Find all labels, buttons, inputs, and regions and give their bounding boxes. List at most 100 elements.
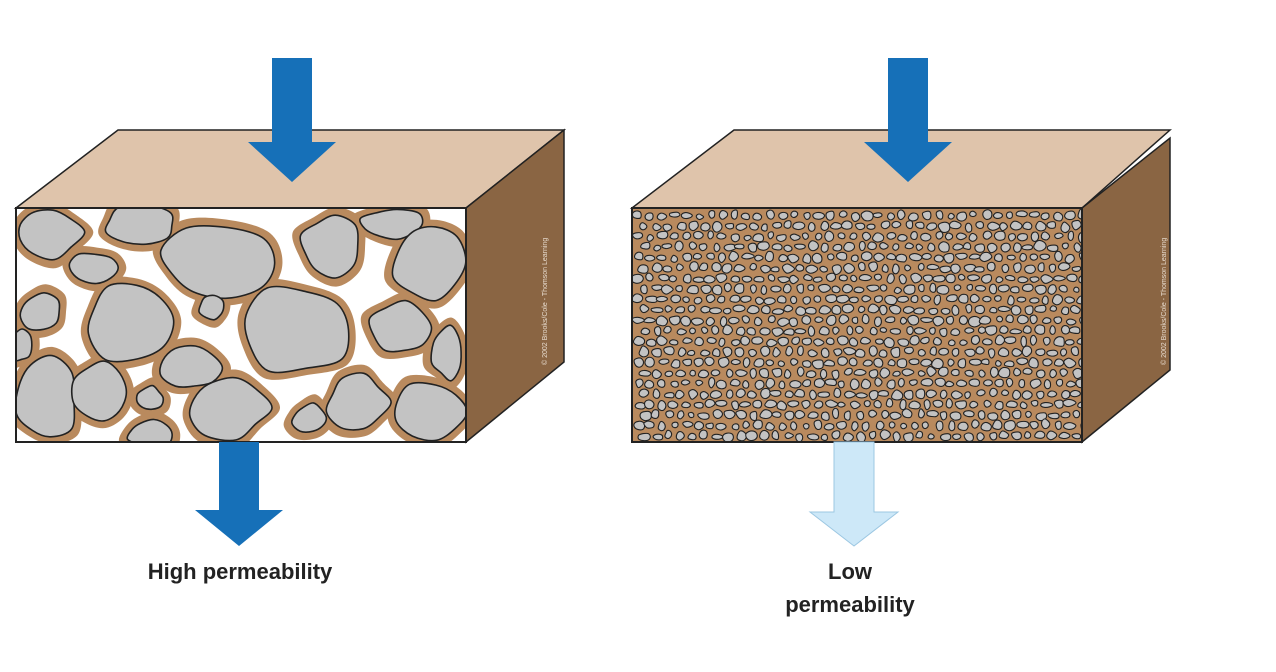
- grain: [632, 293, 644, 304]
- grain: [945, 398, 953, 409]
- grain: [711, 325, 720, 335]
- grain: [889, 328, 902, 335]
- grain: [783, 328, 795, 336]
- grain: [915, 221, 925, 229]
- grain: [974, 285, 987, 292]
- grain: [850, 212, 861, 222]
- grain: [1003, 420, 1016, 432]
- grain: [920, 358, 933, 367]
- grain: [820, 242, 829, 253]
- grain: [743, 234, 752, 242]
- grain: [741, 252, 755, 260]
- grain: [1059, 368, 1069, 377]
- grain: [963, 410, 975, 418]
- grain: [857, 261, 866, 272]
- grain: [979, 251, 993, 263]
- grain: [1040, 418, 1051, 430]
- grain: [760, 264, 771, 274]
- grain: [730, 233, 741, 243]
- grain: [803, 274, 813, 281]
- grain: [723, 282, 732, 293]
- grain: [638, 345, 650, 358]
- grain: [868, 369, 879, 379]
- grain: [860, 210, 874, 222]
- grain: [793, 243, 806, 250]
- grain: [995, 276, 1004, 284]
- grain: [814, 316, 824, 323]
- grain: [889, 411, 902, 420]
- grain: [777, 336, 789, 347]
- grain: [632, 273, 644, 284]
- grain: [909, 335, 920, 346]
- grain: [1042, 336, 1051, 346]
- grain: [1000, 409, 1011, 421]
- grain: [803, 211, 811, 220]
- grain: [968, 378, 981, 387]
- grain: [902, 306, 915, 314]
- grain: [964, 369, 974, 377]
- grain: [740, 335, 751, 346]
- grain: [858, 274, 873, 282]
- grain: [915, 388, 926, 400]
- grain: [632, 232, 644, 240]
- grain: [718, 252, 727, 264]
- grain: [1021, 390, 1033, 400]
- grain: [735, 369, 748, 377]
- grain: [688, 241, 698, 250]
- grain: [935, 420, 944, 432]
- grain: [784, 390, 794, 398]
- grain: [1009, 328, 1023, 335]
- grain: [994, 253, 1003, 262]
- grain: [901, 408, 913, 419]
- grain: [1040, 274, 1054, 284]
- grain: [655, 315, 669, 327]
- grain: [16, 354, 76, 438]
- grain: [699, 391, 709, 400]
- grain: [1013, 367, 1022, 377]
- grain: [871, 232, 885, 243]
- grain: [682, 358, 693, 367]
- grain: [632, 316, 645, 324]
- grain: [1040, 212, 1050, 221]
- grain: [1064, 339, 1075, 346]
- grain: [656, 230, 669, 240]
- grain: [760, 345, 771, 357]
- grain: [957, 273, 966, 281]
- grain: [825, 294, 838, 304]
- grain: [843, 262, 856, 274]
- grain: [950, 263, 961, 274]
- grain: [833, 387, 842, 398]
- grain: [854, 348, 866, 358]
- grain: [694, 336, 704, 347]
- grain: [920, 317, 934, 324]
- grain: [783, 220, 792, 229]
- grain: [753, 275, 765, 283]
- grain: [703, 275, 716, 284]
- grain: [644, 379, 655, 389]
- grain: [935, 210, 944, 220]
- grain: [656, 379, 666, 388]
- grain: [1011, 348, 1023, 357]
- grain: [676, 221, 687, 231]
- grain: [742, 380, 750, 389]
- grain: [838, 274, 848, 282]
- grain: [757, 241, 770, 251]
- grain: [805, 264, 819, 274]
- grain: [716, 232, 727, 240]
- grain: [868, 345, 878, 357]
- grain: [846, 325, 854, 336]
- grain: [735, 223, 748, 231]
- grain: [767, 315, 776, 324]
- grain: [765, 359, 775, 367]
- grain: [657, 420, 666, 432]
- grain: [760, 387, 771, 400]
- grain: [908, 379, 918, 386]
- grain: [968, 232, 978, 242]
- grain: [1076, 295, 1082, 305]
- grain: [892, 431, 901, 442]
- grain: [984, 325, 998, 336]
- grain: [934, 377, 946, 387]
- grain: [833, 348, 843, 357]
- grain: [975, 346, 985, 355]
- grain: [16, 328, 33, 362]
